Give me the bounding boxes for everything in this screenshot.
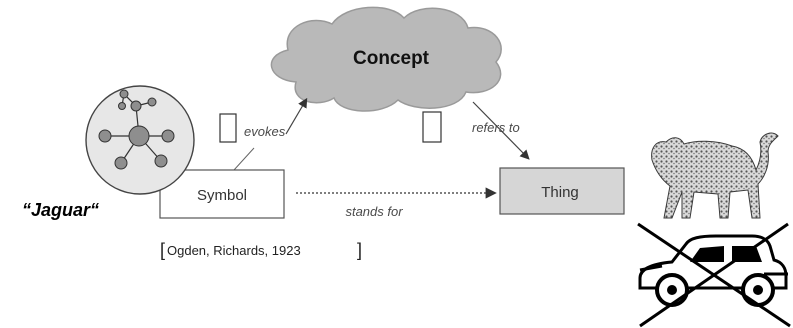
symbol-label: Symbol (197, 187, 247, 204)
concept-cloud: Concept (270, 6, 502, 112)
jaguar-label: “Jaguar“ (22, 200, 99, 220)
refers-to-arrow (472, 101, 530, 160)
placeholder-box-right (422, 111, 442, 143)
symbol-box (159, 169, 285, 219)
concept-label: Concept (353, 48, 430, 69)
concept-cloud-shape (270, 6, 502, 112)
citation-open-bracket: [ (160, 240, 165, 260)
thing-label: Thing (541, 184, 579, 201)
citation-close-bracket: ] (357, 240, 362, 260)
network-graph-icon (85, 85, 195, 195)
graph-nodes (98, 89, 175, 170)
citation-text: Ogden, Richards, 1923 (167, 243, 301, 258)
thing-node: Thing (499, 167, 625, 215)
evokes-arrow (285, 97, 308, 135)
jaguar-body (651, 132, 779, 219)
citation: [ Ogden, Richards, 1923 ] (160, 240, 362, 260)
jaguar-animal-icon (651, 132, 779, 219)
cross-out-line-2 (639, 222, 789, 328)
symbol-node: Symbol (159, 169, 285, 219)
car-icon (638, 234, 788, 307)
symbol-connector-line (233, 147, 255, 171)
refers-to-label: refers to (472, 120, 520, 135)
crossed-out-car-icon (637, 222, 791, 328)
stands-for-label: stands for (345, 204, 403, 219)
placeholder-box-left (219, 113, 237, 143)
evokes-label: evokes (244, 124, 286, 139)
thing-box (499, 167, 625, 215)
